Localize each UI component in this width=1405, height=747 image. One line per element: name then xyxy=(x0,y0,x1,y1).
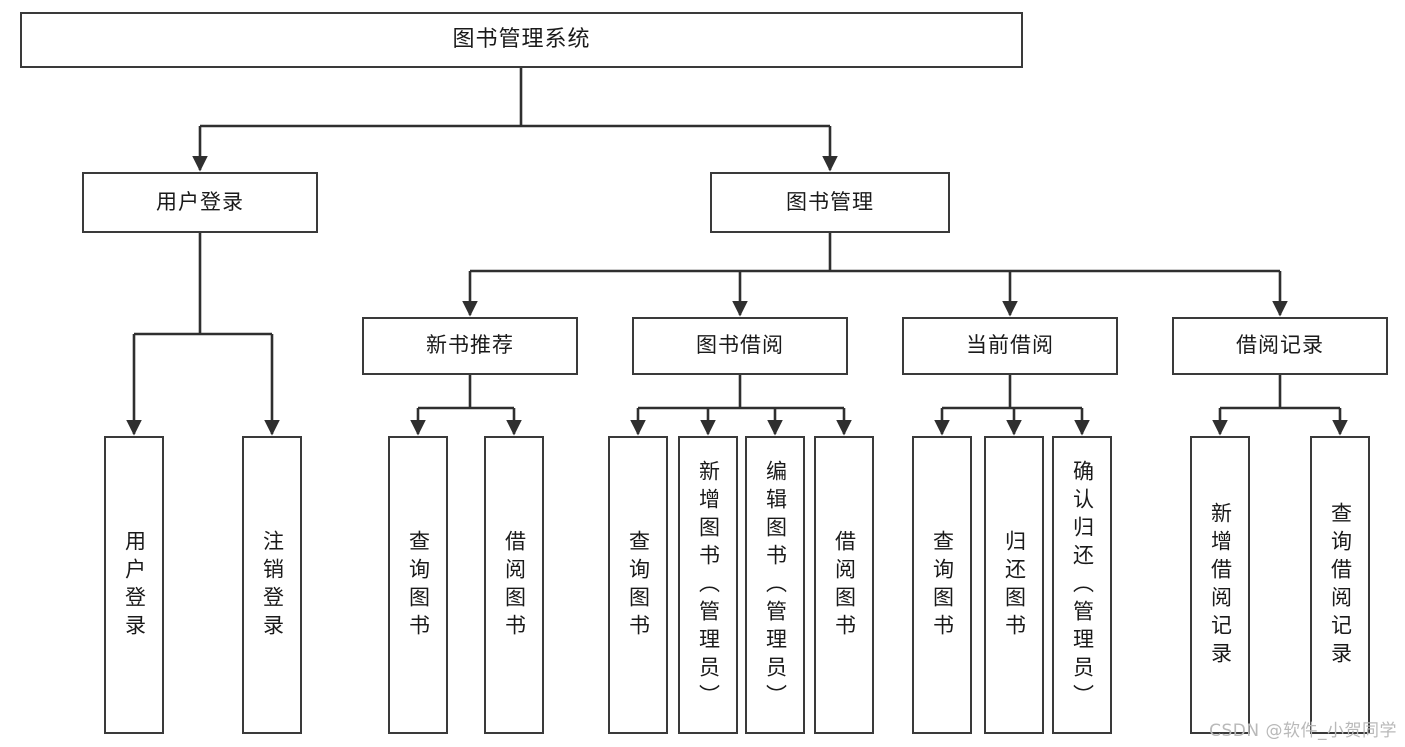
node-root-label: 图书管理系统 xyxy=(452,26,591,52)
node-leaf-user-login[interactable]: 用户登录 xyxy=(104,436,164,734)
node-leaf-query-record-label: 查询借阅记录 xyxy=(1328,502,1353,670)
node-leaf-edit-book-label: 编辑图书（管理员） xyxy=(763,460,788,712)
node-user-login[interactable]: 用户登录 xyxy=(82,172,318,233)
node-leaf-logout-label: 注销登录 xyxy=(260,530,285,642)
node-new-book-recommend[interactable]: 新书推荐 xyxy=(362,317,578,375)
watermark: CSDN @软件_小贺同学 xyxy=(1209,721,1397,741)
node-leaf-confirm-return-label: 确认归还（管理员） xyxy=(1070,460,1095,712)
node-current-borrow[interactable]: 当前借阅 xyxy=(902,317,1118,375)
node-leaf-add-book[interactable]: 新增图书（管理员） xyxy=(678,436,738,734)
node-leaf-borrow-book-1[interactable]: 借阅图书 xyxy=(484,436,544,734)
node-book-manage[interactable]: 图书管理 xyxy=(710,172,950,233)
node-borrow-record-label: 借阅记录 xyxy=(1236,333,1324,358)
node-book-borrow-label: 图书借阅 xyxy=(696,333,784,358)
node-new-book-recommend-label: 新书推荐 xyxy=(426,333,514,358)
node-leaf-borrow-book-1-label: 借阅图书 xyxy=(502,530,527,642)
node-root[interactable]: 图书管理系统 xyxy=(20,12,1023,68)
node-book-borrow[interactable]: 图书借阅 xyxy=(632,317,848,375)
node-leaf-logout[interactable]: 注销登录 xyxy=(242,436,302,734)
node-leaf-query-book-2[interactable]: 查询图书 xyxy=(608,436,668,734)
node-leaf-borrow-book-2-label: 借阅图书 xyxy=(832,530,857,642)
node-current-borrow-label: 当前借阅 xyxy=(966,333,1054,358)
node-leaf-query-book-2-label: 查询图书 xyxy=(626,530,651,642)
node-leaf-add-record[interactable]: 新增借阅记录 xyxy=(1190,436,1250,734)
node-leaf-confirm-return[interactable]: 确认归还（管理员） xyxy=(1052,436,1112,734)
node-leaf-borrow-book-2[interactable]: 借阅图书 xyxy=(814,436,874,734)
node-book-manage-label: 图书管理 xyxy=(786,189,874,214)
node-leaf-query-book-1-label: 查询图书 xyxy=(406,530,431,642)
node-leaf-query-record[interactable]: 查询借阅记录 xyxy=(1310,436,1370,734)
node-leaf-return-book[interactable]: 归还图书 xyxy=(984,436,1044,734)
node-leaf-return-book-label: 归还图书 xyxy=(1002,530,1027,642)
node-leaf-query-book-1[interactable]: 查询图书 xyxy=(388,436,448,734)
node-leaf-query-book-3-label: 查询图书 xyxy=(930,530,955,642)
node-user-login-label: 用户登录 xyxy=(156,189,244,214)
node-leaf-query-book-3[interactable]: 查询图书 xyxy=(912,436,972,734)
node-leaf-add-book-label: 新增图书（管理员） xyxy=(696,460,721,712)
node-leaf-add-record-label: 新增借阅记录 xyxy=(1208,502,1233,670)
node-borrow-record[interactable]: 借阅记录 xyxy=(1172,317,1388,375)
node-leaf-edit-book[interactable]: 编辑图书（管理员） xyxy=(745,436,805,734)
node-leaf-user-login-label: 用户登录 xyxy=(122,530,147,642)
